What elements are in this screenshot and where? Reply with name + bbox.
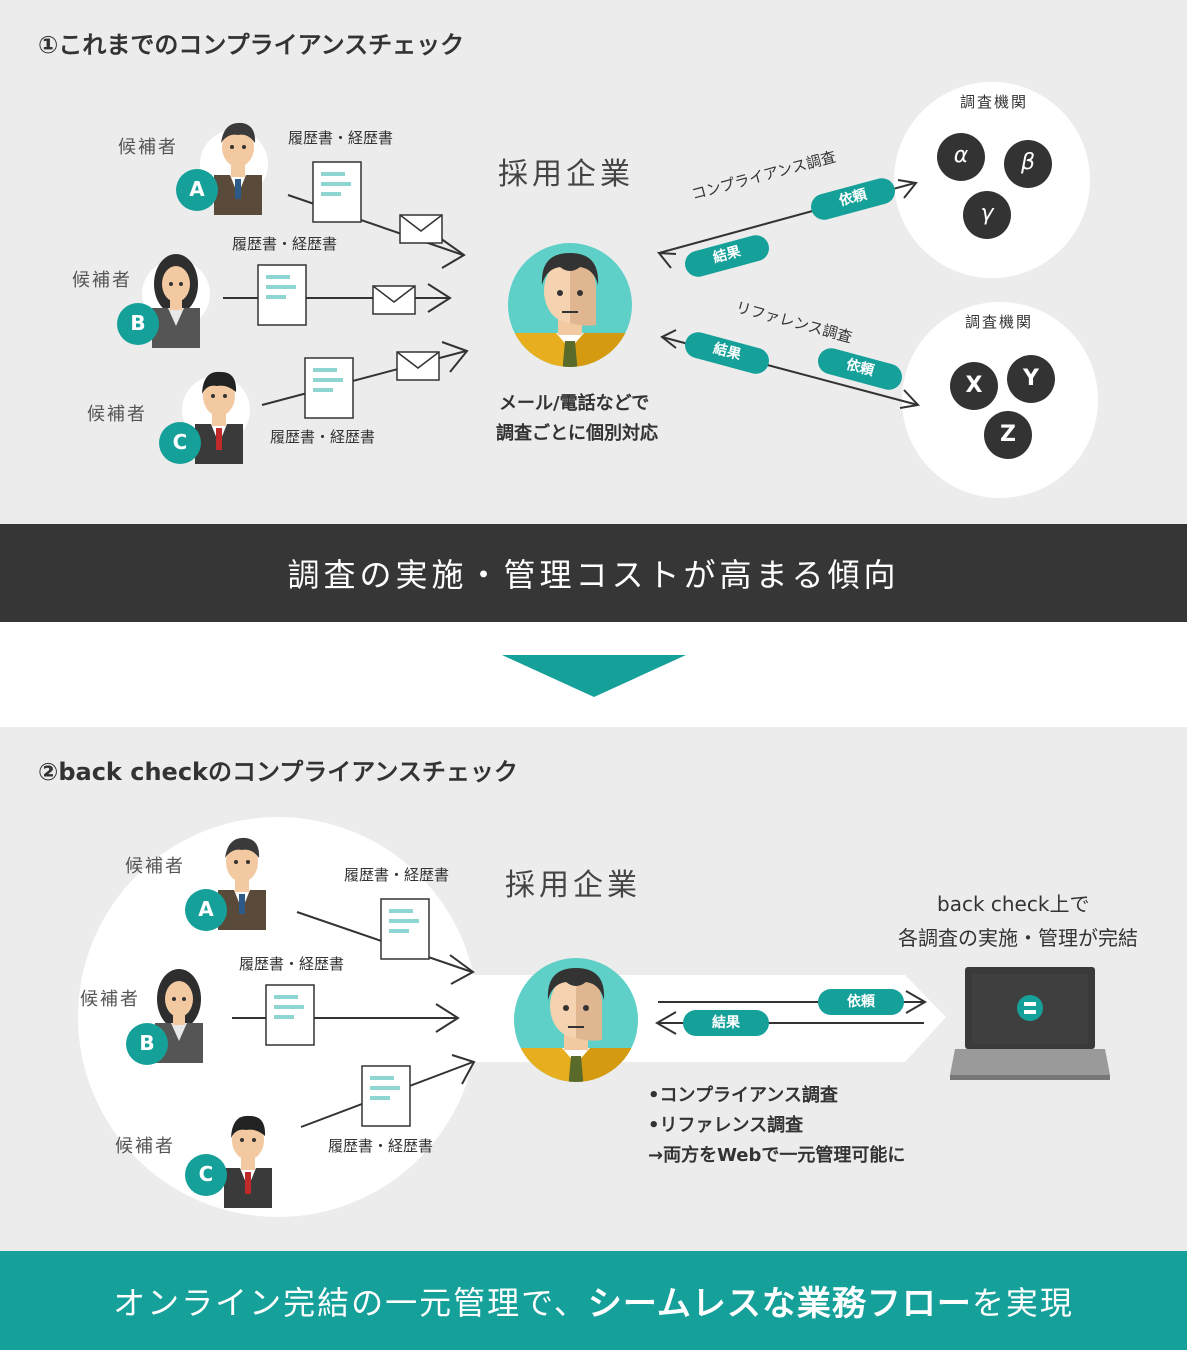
bullet-reference: •リファレンス調査: [648, 1115, 804, 1136]
candidate-badge-c: C: [172, 430, 188, 454]
s2-request-pill: 依頼: [847, 994, 875, 1010]
agency1-member-beta: β: [1020, 150, 1036, 175]
s2-resume-label-a: 履歴書・経歴書: [344, 866, 450, 884]
section2-title: ②back checkのコンプライアンスチェック: [38, 758, 518, 786]
system-note-line1: back check上で: [937, 892, 1090, 916]
s2-candidate-b-label: 候補者: [80, 989, 140, 1010]
candidate-c-label: 候補者: [87, 404, 147, 425]
seamless-banner: オンライン完結の一元管理で、シームレスな業務フローを実現: [0, 1251, 1187, 1350]
candidate-badge-a: A: [189, 177, 205, 201]
s2-company-label: 採用企業: [505, 868, 641, 903]
candidate-badge-b: B: [130, 311, 146, 335]
company-label: 採用企業: [498, 157, 634, 192]
s2-resume-label-b: 履歴書・経歴書: [239, 955, 345, 973]
resume-label-a: 履歴書・経歴書: [288, 129, 394, 147]
agency1-member-alpha: α: [953, 143, 969, 168]
cost-banner-text: 調査の実施・管理コストが高まる傾向: [287, 556, 900, 594]
s2-candidate-badge-b: B: [139, 1031, 155, 1055]
company-note-line2: 調査ごとに個別対応: [496, 423, 658, 444]
agency1-member-gamma: γ: [980, 201, 994, 226]
agency2-label: 調査機関: [965, 313, 1034, 331]
seamless-banner-prefix: オンライン完結の一元管理で、: [113, 1283, 588, 1322]
s2-resume-label-c: 履歴書・経歴書: [328, 1137, 434, 1155]
cost-banner: 調査の実施・管理コストが高まる傾向: [0, 524, 1187, 622]
s2-candidate-badge-c: C: [198, 1162, 214, 1186]
agency2-member-y: Y: [1023, 366, 1039, 391]
agency1-label: 調査機関: [960, 93, 1029, 111]
bullet-compliance: •コンプライアンス調査: [648, 1085, 838, 1106]
company-note-line1: メール/電話などで: [499, 393, 650, 414]
candidate-a-label: 候補者: [118, 137, 178, 158]
s2-result-pill: 結果: [712, 1015, 740, 1031]
candidate-b-label: 候補者: [72, 270, 132, 291]
seamless-banner-emphasis: シームレスな業務フロー: [587, 1284, 972, 1324]
seamless-banner-suffix: を実現: [971, 1283, 1074, 1322]
agency2-member-z: Z: [1000, 422, 1016, 447]
s2-candidate-c-label: 候補者: [115, 1136, 175, 1157]
resume-label-c: 履歴書・経歴書: [270, 428, 376, 446]
s2-candidate-badge-a: A: [198, 897, 214, 921]
s2-candidate-a-label: 候補者: [125, 856, 185, 877]
bullet-web-management: →両方をWebで一元管理可能に: [648, 1145, 906, 1166]
resume-label-b: 履歴書・経歴書: [232, 235, 338, 253]
agency2-member-x: X: [965, 373, 983, 398]
section1-title: ①これまでのコンプライアンスチェック: [38, 31, 465, 59]
system-note-line2: 各調査の実施・管理が完結: [898, 926, 1138, 950]
